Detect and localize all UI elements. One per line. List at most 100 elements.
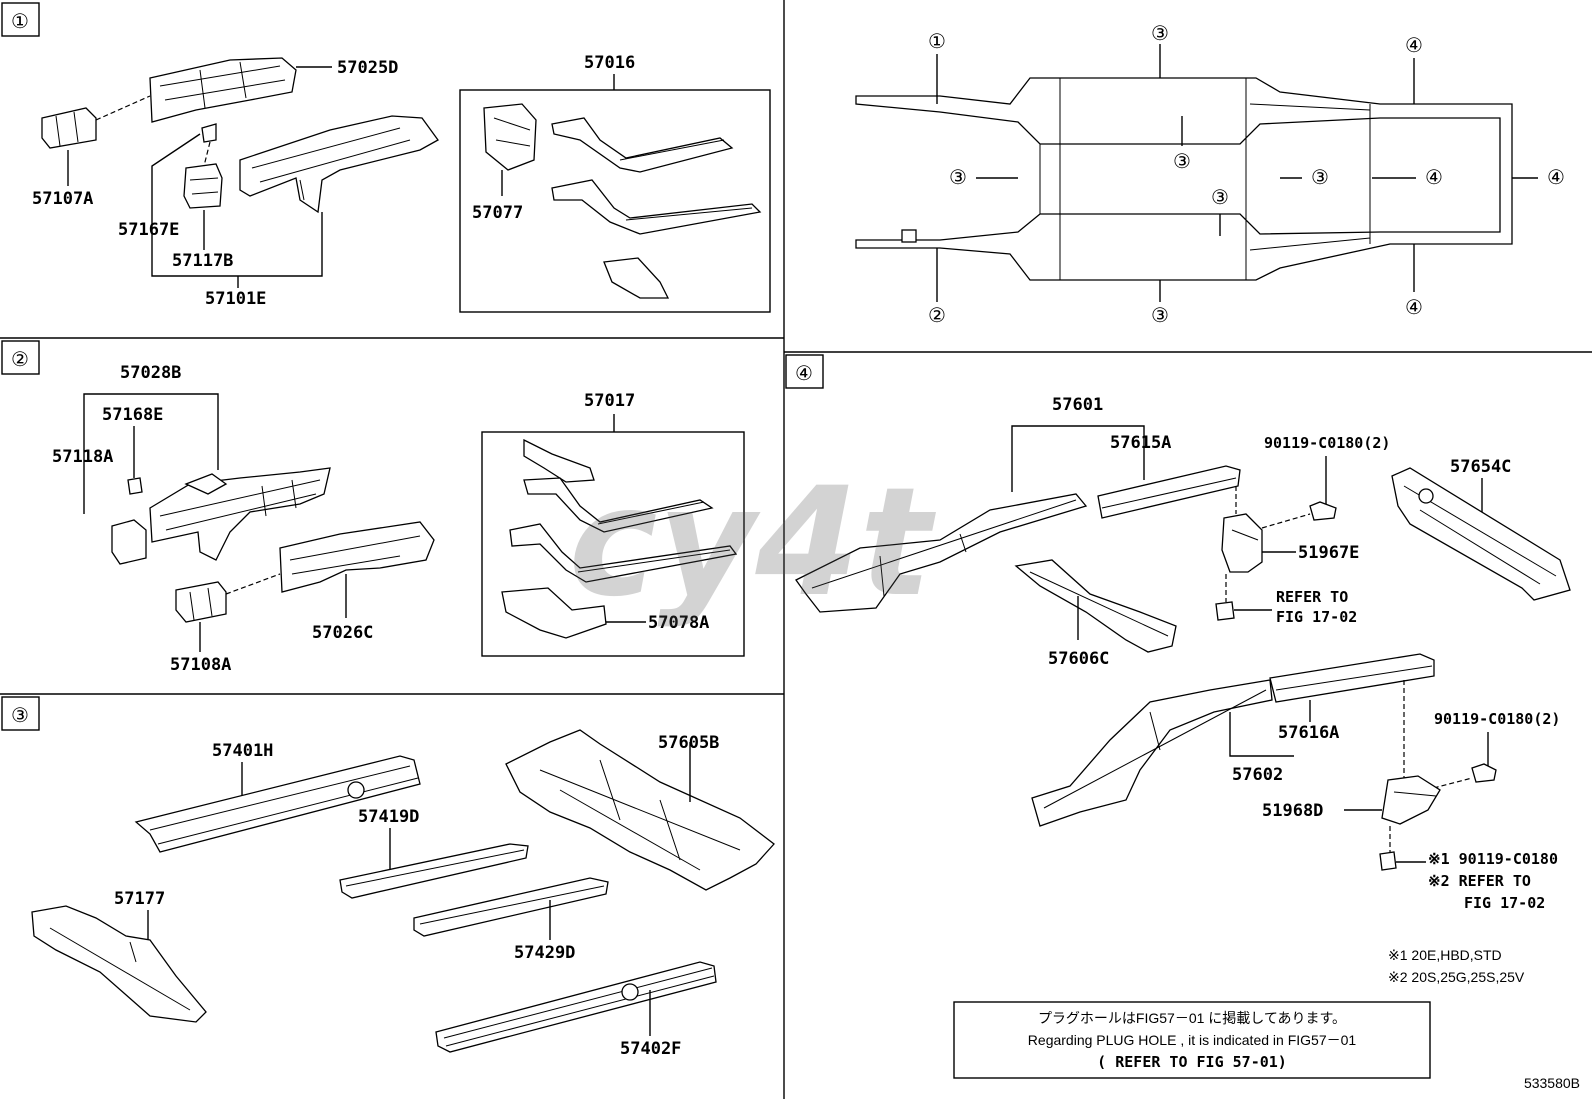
part-drawing-57602 — [1031, 679, 1273, 827]
overview-marker-3-inner-lower: ③ — [1211, 185, 1229, 209]
section-4-box — [785, 354, 824, 389]
label-57118a: 57118A — [52, 447, 113, 467]
part-drawing-57017-members — [501, 438, 738, 639]
part-drawing-bolt-upper — [1261, 501, 1337, 529]
part-drawing-57654c — [1391, 467, 1571, 601]
label-57117b: 57117B — [172, 251, 233, 271]
section-3-box — [1, 696, 40, 731]
part-drawing-57429d — [413, 877, 609, 937]
part-drawing-57108a — [175, 581, 227, 623]
label-57108a: 57108A — [170, 655, 231, 675]
overview-marker-2: ② — [928, 303, 946, 327]
label-57077: 57077 — [472, 203, 523, 223]
note-x1: ※1 20E,HBD,STD — [1388, 947, 1502, 963]
part-drawing-57615a — [1097, 465, 1241, 519]
label-57615a: 57615A — [1110, 433, 1171, 453]
label-57419d: 57419D — [358, 807, 419, 827]
section-3: 57401H 57419D 57177 57429D — [31, 729, 775, 1059]
label-ref-x2: ※2 REFER TO — [1428, 872, 1531, 890]
section-2-box — [1, 340, 40, 375]
overview-marker-1: ① — [928, 29, 946, 53]
part-drawing-57606c — [1014, 559, 1177, 653]
part-drawing-57177 — [31, 905, 207, 1023]
overview-marker-4-center: ④ — [1425, 165, 1443, 189]
part-drawing-51967e — [1221, 513, 1263, 573]
figure-code: 533580B — [1524, 1075, 1580, 1091]
section-1-marker: ① — [11, 9, 29, 33]
part-drawing-51968d — [1381, 775, 1441, 825]
section-1-box — [1, 2, 40, 37]
overview-marker-4-bottom: ④ — [1405, 295, 1423, 319]
section-2: 57028B 57168E 57118A 57026C 57108A 57017 — [52, 363, 745, 675]
label-57028b: 57028B — [120, 363, 181, 383]
part-drawing-bolt-lower-upper — [1215, 574, 1235, 621]
overview-marker-4-top: ④ — [1405, 33, 1423, 57]
part-drawing-57107a — [41, 107, 97, 149]
part-drawing-57616a — [1269, 653, 1435, 703]
part-drawing-57118a — [111, 519, 147, 565]
note-x2: ※2 20S,25G,25S,25V — [1388, 969, 1525, 985]
part-drawing-57016-members — [551, 117, 762, 299]
part-drawing-57402f — [435, 961, 717, 1053]
label-57429d: 57429D — [514, 943, 575, 963]
part-drawing-bolt-lower-lower — [1379, 826, 1397, 871]
part-drawing-57168e — [127, 477, 143, 495]
plug-hole-note-jp: プラグホールはFIG57－01 に掲載してあります。 — [1038, 1010, 1346, 1026]
part-drawing-57077 — [483, 103, 537, 171]
part-drawing-57419d — [339, 843, 529, 899]
label-90119-c0180-upper: 90119-C0180(2) — [1264, 434, 1390, 452]
watermark: cy4t — [569, 456, 937, 630]
label-57017: 57017 — [584, 391, 635, 411]
frame-overview: ① ② ③ ③ ③ ③ ③ ③ ④ ④ ④ ④ — [855, 21, 1565, 327]
label-refer-to-upper: REFER TO — [1276, 588, 1348, 606]
label-57016: 57016 — [584, 53, 635, 73]
label-ref-x2-fig: FIG 17-02 — [1464, 894, 1545, 912]
part-drawing-57601 — [795, 493, 1088, 613]
section-2-marker: ② — [11, 347, 29, 371]
label-fig-17-02-upper: FIG 17-02 — [1276, 608, 1357, 626]
section-1: 57025D 57107A 57167E 57117B 57101E 57016… — [32, 53, 771, 313]
overview-marker-3-left: ③ — [949, 165, 967, 189]
overview-marker-3-top: ③ — [1151, 21, 1169, 45]
plug-hole-note-ref: ( REFER TO FIG 57-01) — [1097, 1053, 1287, 1071]
label-57401h: 57401H — [212, 741, 273, 761]
part-drawing-57101e — [239, 115, 439, 214]
label-51968d: 51968D — [1262, 801, 1323, 821]
label-57606c: 57606C — [1048, 649, 1109, 669]
part-drawing-57167e — [201, 123, 217, 143]
label-57025d: 57025D — [337, 58, 398, 78]
label-57602: 57602 — [1232, 765, 1283, 785]
label-57601: 57601 — [1052, 395, 1103, 415]
label-57101e: 57101E — [205, 289, 266, 309]
part-drawing-57026c — [279, 521, 435, 593]
part-drawing-57025d — [149, 57, 297, 123]
label-57616a: 57616A — [1278, 723, 1339, 743]
overview-marker-3-bottom: ③ — [1151, 303, 1169, 327]
overview-marker-3-right: ③ — [1311, 165, 1329, 189]
label-57177: 57177 — [114, 889, 165, 909]
part-drawing-57401h — [134, 755, 421, 853]
label-57167e: 57167E — [118, 220, 179, 240]
part-drawing-57605b — [505, 729, 775, 891]
part-drawing-bolt-lower — [1425, 763, 1497, 791]
label-57107a: 57107A — [32, 189, 93, 209]
section-3-marker: ③ — [11, 703, 29, 727]
label-57654c: 57654C — [1450, 457, 1511, 477]
group-box-57016 — [459, 89, 771, 313]
group-box-57017 — [481, 431, 745, 657]
watermark-text: cy4t — [569, 456, 937, 630]
section-4: 57601 57615A 57606C 90119-C0180(2) 519 — [795, 395, 1580, 1091]
plug-hole-note-box — [953, 1001, 1431, 1079]
part-drawing-57028b — [149, 467, 331, 561]
label-51967e: 51967E — [1298, 543, 1359, 563]
label-57605b: 57605B — [658, 733, 719, 753]
label-57078a: 57078A — [648, 613, 709, 633]
label-57026c: 57026C — [312, 623, 373, 643]
label-90119-c0180-lower: 90119-C0180(2) — [1434, 710, 1560, 728]
section-4-marker: ④ — [795, 361, 813, 385]
overview-marker-3-inner-upper: ③ — [1173, 149, 1191, 173]
label-57168e: 57168E — [102, 405, 163, 425]
plug-hole-note-en: Regarding PLUG HOLE , it is indicated in… — [1028, 1032, 1357, 1048]
